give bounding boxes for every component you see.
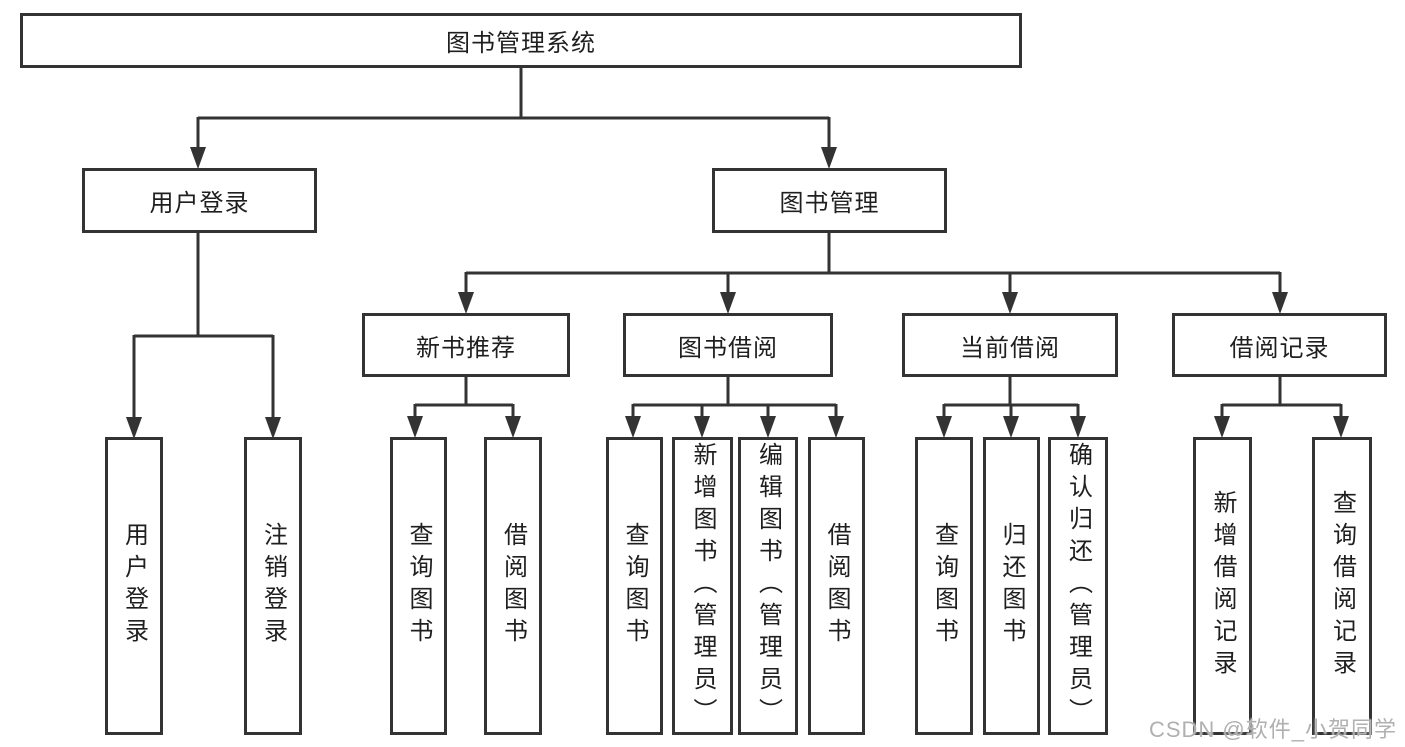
leaf-user-login: 用户登录 (105, 437, 163, 735)
leaf-add-books-admin: 新增图书（管理员） (672, 437, 733, 735)
leaf-borrow-books-borrowing: 借阅图书 (808, 437, 865, 735)
node-library-management-system: 图书管理系统 (20, 13, 1022, 68)
leaf-borrow-books-recommend: 借阅图书 (484, 437, 542, 735)
leaf-edit-books-admin: 编辑图书（管理员） (738, 437, 798, 735)
node-new-book-recommendation: 新书推荐 (362, 313, 570, 377)
leaf-query-books-borrowing: 查询图书 (606, 437, 663, 735)
leaf-confirm-return-admin: 确认归还（管理员） (1048, 437, 1108, 735)
node-user-login: 用户登录 (82, 168, 317, 233)
node-book-borrowing: 图书借阅 (623, 313, 833, 377)
csdn-watermark: CSDN @软件_小贺同学 (1148, 717, 1397, 742)
leaf-query-books-current: 查询图书 (915, 437, 973, 735)
leaf-query-borrow-record: 查询借阅记录 (1312, 437, 1372, 735)
leaf-return-books: 归还图书 (983, 437, 1040, 735)
leaf-add-borrow-record: 新增借阅记录 (1193, 437, 1252, 735)
node-current-borrowing: 当前借阅 (902, 313, 1118, 377)
node-book-management: 图书管理 (712, 168, 947, 233)
node-borrowing-records: 借阅记录 (1172, 313, 1387, 377)
leaf-logout-login: 注销登录 (244, 437, 302, 735)
leaf-query-books-recommend: 查询图书 (390, 437, 447, 735)
